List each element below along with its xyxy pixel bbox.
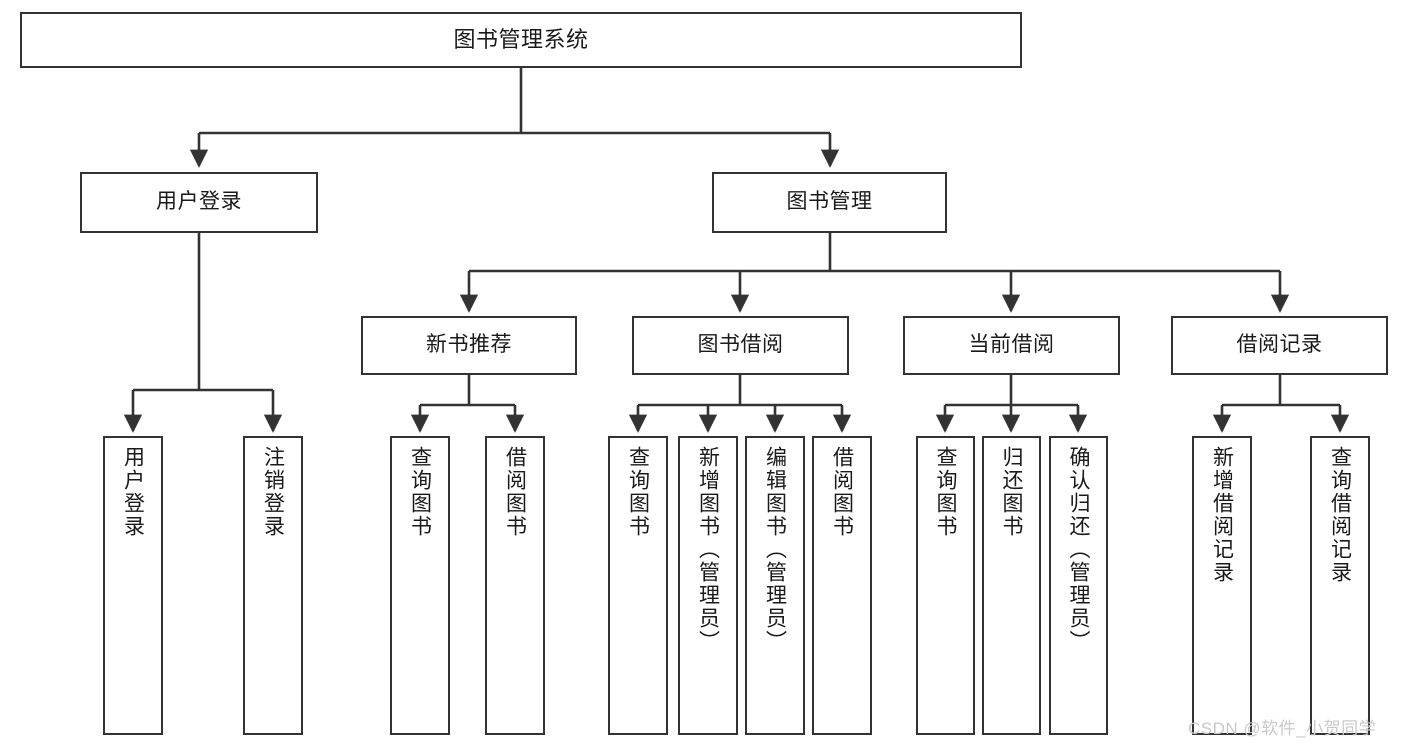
- node-user-login-label: 用户登录: [156, 190, 242, 214]
- node-book-borrow-label: 图书借阅: [697, 333, 784, 357]
- node-leaf-query-record[interactable]: 查询借阅记录: [1310, 436, 1370, 735]
- node-leaf-logout-label: 注销登录: [261, 446, 285, 538]
- node-leaf-borrow-book-2[interactable]: 借阅图书: [812, 436, 872, 735]
- node-leaf-query-book-3-label: 查询图书: [934, 446, 957, 538]
- node-book-manage-label: 图书管理: [786, 190, 873, 214]
- node-current-borrow[interactable]: 当前借阅: [903, 316, 1120, 375]
- node-book-borrow[interactable]: 图书借阅: [632, 316, 849, 375]
- watermark: CSDN @软件_小贺同学: [1188, 719, 1377, 738]
- node-leaf-return-book[interactable]: 归还图书: [982, 436, 1041, 735]
- node-leaf-confirm-return[interactable]: 确认归还（管理员）: [1049, 436, 1108, 735]
- node-leaf-user-login[interactable]: 用户登录: [103, 436, 163, 735]
- node-root[interactable]: 图书管理系统: [20, 12, 1022, 68]
- node-leaf-query-book-1-label: 查询图书: [408, 446, 432, 538]
- node-leaf-add-book-label: 新增图书（管理员）: [696, 446, 720, 653]
- node-leaf-query-book-2-label: 查询图书: [626, 446, 650, 538]
- node-leaf-logout[interactable]: 注销登录: [243, 436, 303, 735]
- node-leaf-user-login-label: 用户登录: [121, 446, 145, 538]
- node-leaf-edit-book-label: 编辑图书（管理员）: [763, 446, 787, 653]
- node-user-login[interactable]: 用户登录: [80, 172, 318, 233]
- node-leaf-query-book-2[interactable]: 查询图书: [608, 436, 668, 735]
- node-root-label: 图书管理系统: [453, 27, 589, 53]
- node-leaf-return-book-label: 归还图书: [1000, 446, 1023, 538]
- node-current-borrow-label: 当前借阅: [968, 333, 1055, 357]
- node-leaf-query-book-1[interactable]: 查询图书: [390, 436, 450, 735]
- node-leaf-query-book-3[interactable]: 查询图书: [916, 436, 975, 735]
- node-leaf-borrow-book-1[interactable]: 借阅图书: [485, 436, 545, 735]
- node-leaf-borrow-book-2-label: 借阅图书: [830, 446, 854, 538]
- node-leaf-confirm-return-label: 确认归还（管理员）: [1067, 446, 1090, 653]
- node-book-manage[interactable]: 图书管理: [712, 172, 947, 233]
- node-borrow-record[interactable]: 借阅记录: [1171, 316, 1388, 375]
- node-leaf-query-record-label: 查询借阅记录: [1328, 446, 1352, 584]
- node-new-book-rec[interactable]: 新书推荐: [361, 316, 577, 375]
- node-leaf-add-record[interactable]: 新增借阅记录: [1192, 436, 1252, 735]
- node-leaf-add-record-label: 新增借阅记录: [1210, 446, 1234, 584]
- node-borrow-record-label: 借阅记录: [1236, 333, 1323, 357]
- node-leaf-edit-book[interactable]: 编辑图书（管理员）: [745, 436, 805, 735]
- node-leaf-add-book[interactable]: 新增图书（管理员）: [678, 436, 738, 735]
- node-leaf-borrow-book-1-label: 借阅图书: [503, 446, 527, 538]
- node-new-book-rec-label: 新书推荐: [426, 333, 512, 357]
